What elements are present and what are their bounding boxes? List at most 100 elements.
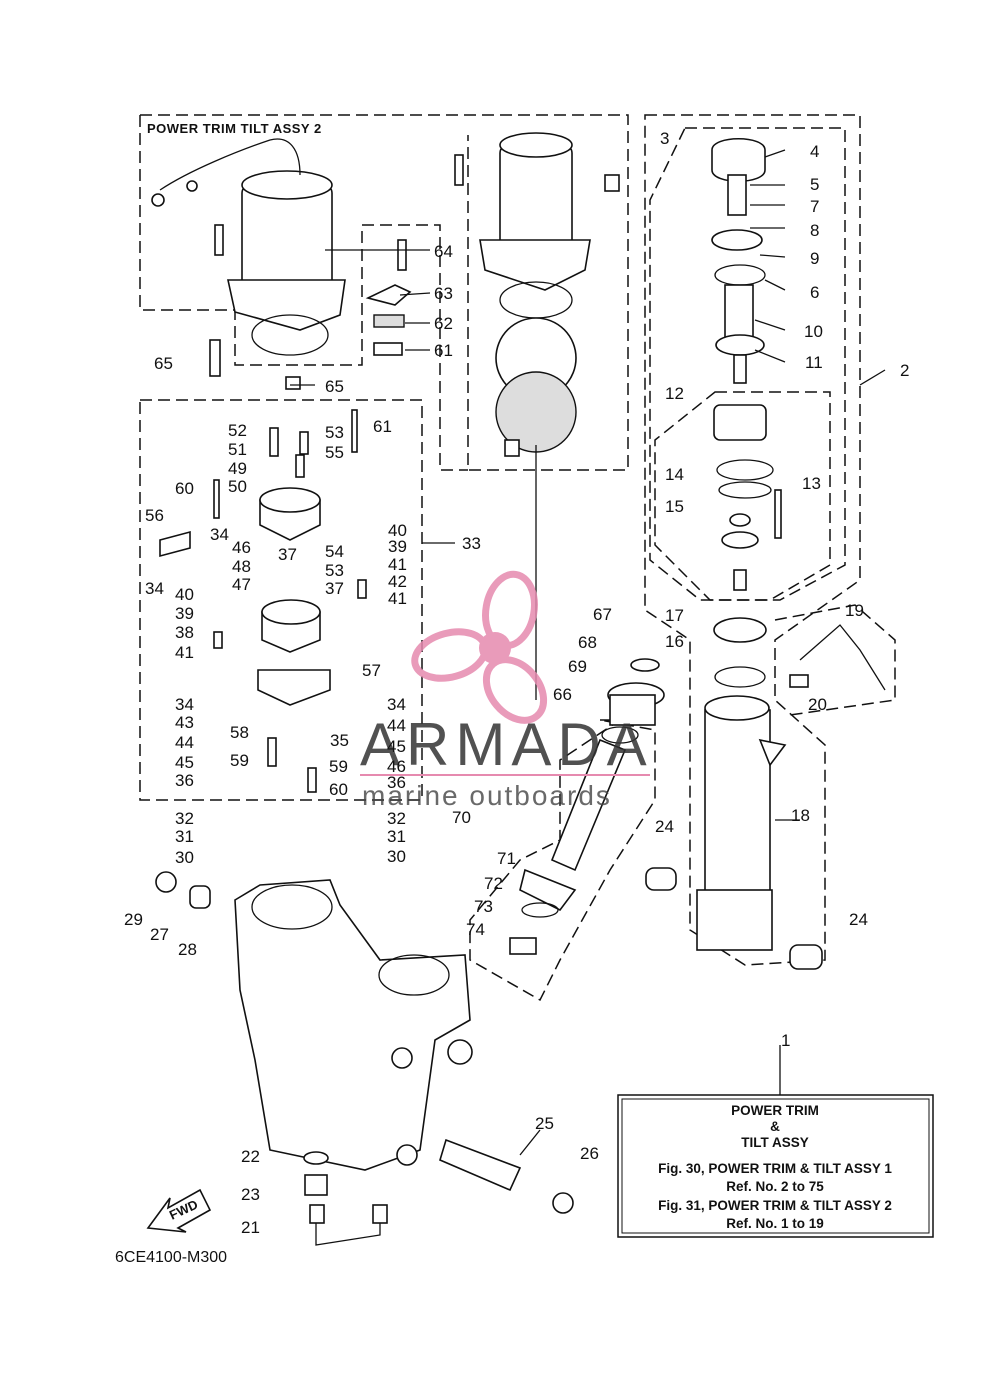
callout: 2	[900, 361, 909, 380]
callout: 40	[388, 521, 407, 540]
callout: 1	[781, 1031, 790, 1050]
watermark-brand: ARMADA	[360, 711, 653, 778]
callout: 69	[568, 657, 587, 676]
callout: 35	[330, 731, 349, 750]
callout: 55	[325, 443, 344, 462]
callout: 41	[388, 589, 407, 608]
callout: 59	[329, 757, 348, 776]
callout: 32	[387, 809, 406, 828]
callout: 46	[232, 538, 251, 557]
callout: 13	[802, 474, 821, 493]
callout: 18	[791, 806, 810, 825]
callout: 57	[362, 661, 381, 680]
ref-line-4: Fig. 30, POWER TRIM & TILT ASSY 1	[658, 1161, 892, 1176]
callout: 58	[230, 723, 249, 742]
trim-ram	[509, 658, 665, 955]
callout: 65	[325, 377, 344, 396]
ref-line-6: Fig. 31, POWER TRIM & TILT ASSY 2	[658, 1198, 892, 1213]
callout-labels: 1 2 3 4 5 6 7 8 9 10 11 12 13 14 15 16 1…	[124, 129, 909, 1237]
callout: 49	[228, 459, 247, 478]
ref-line-2: &	[770, 1119, 780, 1134]
callout: 47	[232, 575, 251, 594]
callout: 46	[387, 757, 406, 776]
callout: 61	[373, 417, 392, 436]
assy2-boundary	[139, 114, 629, 471]
callout: 12	[665, 384, 684, 403]
callout: 48	[232, 557, 251, 576]
callout: 72	[484, 874, 503, 893]
callout: 36	[175, 771, 194, 790]
callout: 20	[808, 695, 827, 714]
callout: 39	[175, 604, 194, 623]
callout: 51	[228, 440, 247, 459]
callout: 14	[665, 465, 684, 484]
trim-motor-right	[454, 132, 620, 700]
callout: 68	[578, 633, 597, 652]
parts-62-66	[209, 239, 412, 390]
callout: 15	[665, 497, 684, 516]
group-title: POWER TRIM TILT ASSY 2	[147, 121, 322, 136]
callout: 31	[387, 827, 406, 846]
callout: 60	[329, 780, 348, 799]
callout: 8	[810, 221, 819, 240]
drawing-code: 6CE4100-M300	[115, 1249, 227, 1266]
callout: 30	[387, 847, 406, 866]
callout: 41	[388, 555, 407, 574]
callout: 65	[154, 354, 173, 373]
propeller-logo	[411, 570, 548, 724]
callout: 5	[810, 175, 819, 194]
watermark-tagline: marine outboards	[362, 780, 612, 811]
callout: 11	[805, 353, 823, 372]
callout: 34	[387, 695, 406, 714]
callout: 74	[466, 920, 485, 939]
clamp-bracket	[155, 871, 574, 1246]
callout: 22	[241, 1147, 260, 1166]
callout: 42	[388, 572, 407, 591]
callout: 34	[210, 525, 229, 544]
callout: 73	[474, 897, 493, 916]
callout: 54	[325, 542, 344, 561]
callout: 31	[175, 827, 194, 846]
callout: 37	[325, 579, 344, 598]
callout: 17	[665, 606, 684, 625]
ref-line-5: Ref. No. 2 to 75	[726, 1179, 824, 1194]
callout: 44	[175, 733, 194, 752]
callout: 37	[278, 545, 297, 564]
callout: 28	[178, 940, 197, 959]
callout: 56	[145, 506, 164, 525]
fwd-arrow: FWD	[146, 1188, 212, 1233]
callout: 43	[175, 713, 194, 732]
watermark: ARMADA marine outboards	[360, 570, 653, 811]
callout: 6	[810, 283, 819, 302]
callout: 40	[175, 585, 194, 604]
callout: 70	[452, 808, 471, 827]
tilt-ram	[711, 137, 782, 591]
callout: 16	[665, 632, 684, 651]
callout: 53	[325, 561, 344, 580]
callout: 66	[553, 685, 572, 704]
callout: 24	[849, 910, 868, 929]
callout: 19	[845, 601, 864, 620]
callout: 63	[434, 284, 453, 303]
callout: 59	[230, 751, 249, 770]
callout: 64	[434, 242, 453, 261]
callout: 32	[175, 809, 194, 828]
valve-block-upper	[159, 409, 358, 558]
callout: 45	[175, 753, 194, 772]
callout: 7	[810, 197, 819, 216]
callout: 30	[175, 848, 194, 867]
valve-block-lower	[213, 579, 367, 793]
callout: 34	[175, 695, 194, 714]
callout: 52	[228, 421, 247, 440]
callout: 67	[593, 605, 612, 624]
piston-boundary	[654, 391, 831, 601]
callout: 34	[145, 579, 164, 598]
trim-ram-boundary	[469, 719, 656, 1002]
ref-line-1: POWER TRIM	[731, 1103, 819, 1118]
callout: 27	[150, 925, 169, 944]
callout: 62	[434, 314, 453, 333]
callout: 36	[387, 773, 406, 792]
ref-line-7: Ref. No. 1 to 19	[726, 1216, 824, 1231]
callout: 10	[804, 322, 823, 341]
